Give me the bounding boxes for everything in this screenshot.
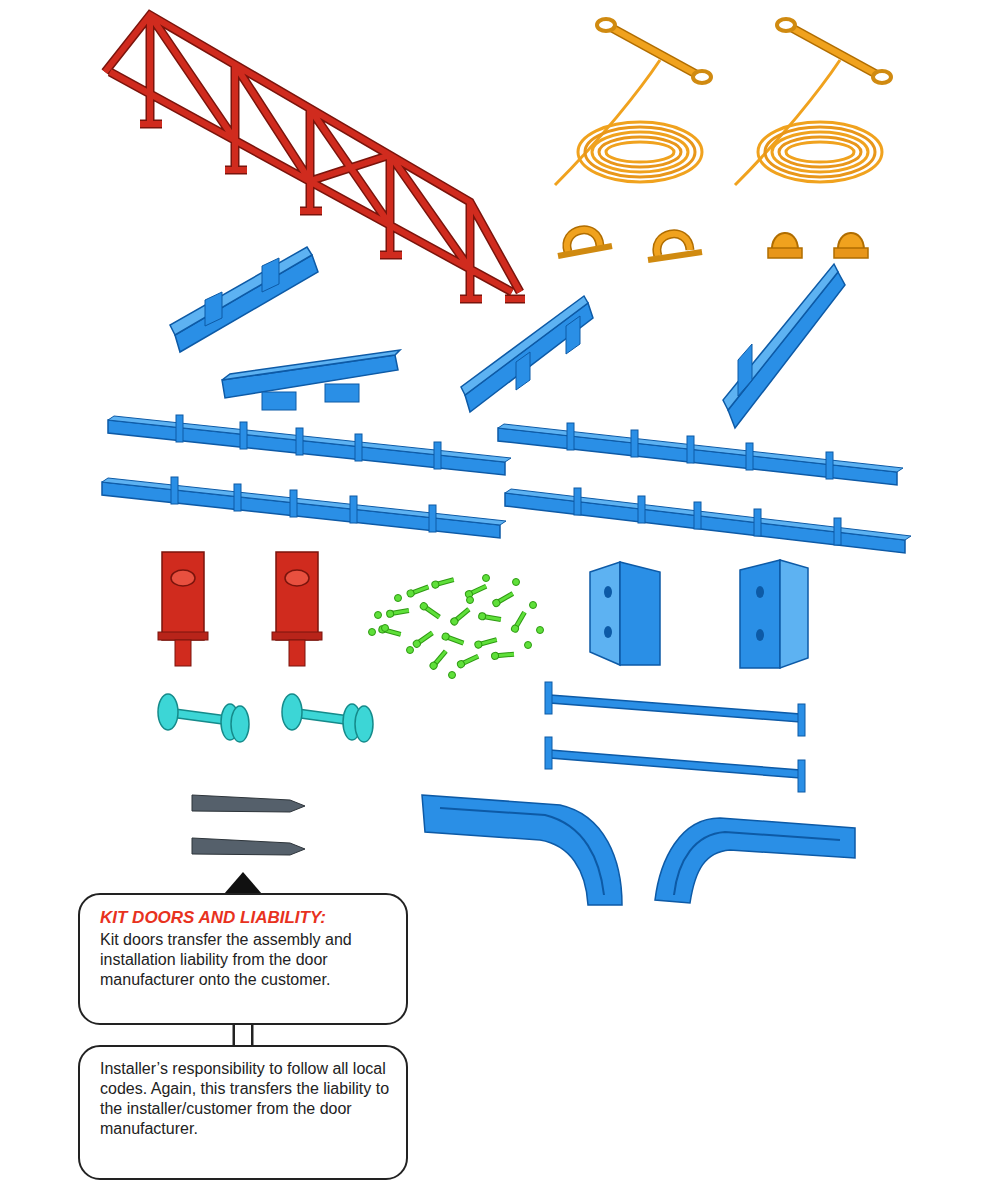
long-rails (102, 415, 911, 553)
connector-stem (243, 1023, 244, 1047)
bolts-nuts (369, 575, 544, 679)
wire-clips (768, 233, 868, 258)
short-beams (170, 247, 845, 428)
shackles (558, 230, 702, 260)
turnbuckle-cable (735, 19, 891, 185)
turnbuckle-cable (555, 19, 711, 185)
pins (192, 795, 305, 855)
cross-bars (545, 682, 805, 792)
roller-axles (158, 694, 373, 742)
callout-text: Kit doors transfer the assembly and inst… (100, 930, 392, 990)
callout-box: Installer’s responsibility to follow all… (78, 1045, 408, 1180)
callout-pointer (224, 872, 262, 894)
truss-fill (105, 15, 525, 299)
callout-heading: KIT DOORS AND LIABILITY: (100, 907, 392, 928)
truss-outline (105, 15, 525, 299)
curved-guides (422, 795, 855, 905)
stem-outline (233, 1023, 254, 1047)
angle-brackets (590, 560, 808, 668)
callout-box: KIT DOORS AND LIABILITY:Kit doors transf… (78, 893, 408, 1025)
callout-text: Installer’s responsibility to follow all… (100, 1059, 392, 1139)
stem-fill (235, 1023, 251, 1047)
red-posts (158, 552, 322, 666)
truss-frame (105, 15, 525, 299)
